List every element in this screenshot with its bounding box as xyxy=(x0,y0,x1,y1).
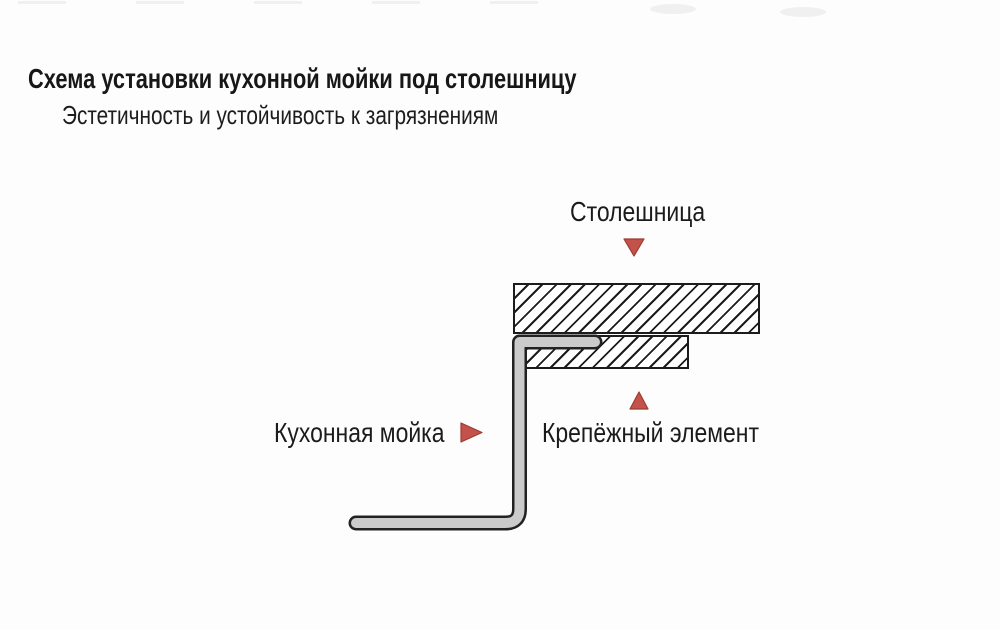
countertop-cross-section xyxy=(513,283,760,334)
scan-artifact-smudge xyxy=(780,7,826,17)
label-fastener: Крепёжный элемент xyxy=(542,417,759,448)
scan-artifact-smudge xyxy=(650,4,696,14)
triangle-down-icon xyxy=(623,238,645,257)
label-countertop: Столешница xyxy=(570,196,706,227)
triangle-right-icon xyxy=(460,422,483,443)
page-title: Схема установки кухонной мойки под столе… xyxy=(28,62,577,94)
page-subtitle: Эстетичность и устойчивость к загрязнени… xyxy=(62,100,499,130)
label-sink: Кухонная мойка xyxy=(274,417,445,448)
fastener-cross-section xyxy=(524,335,689,369)
triangle-up-icon xyxy=(629,391,649,410)
scan-artifact-line xyxy=(18,1,558,4)
